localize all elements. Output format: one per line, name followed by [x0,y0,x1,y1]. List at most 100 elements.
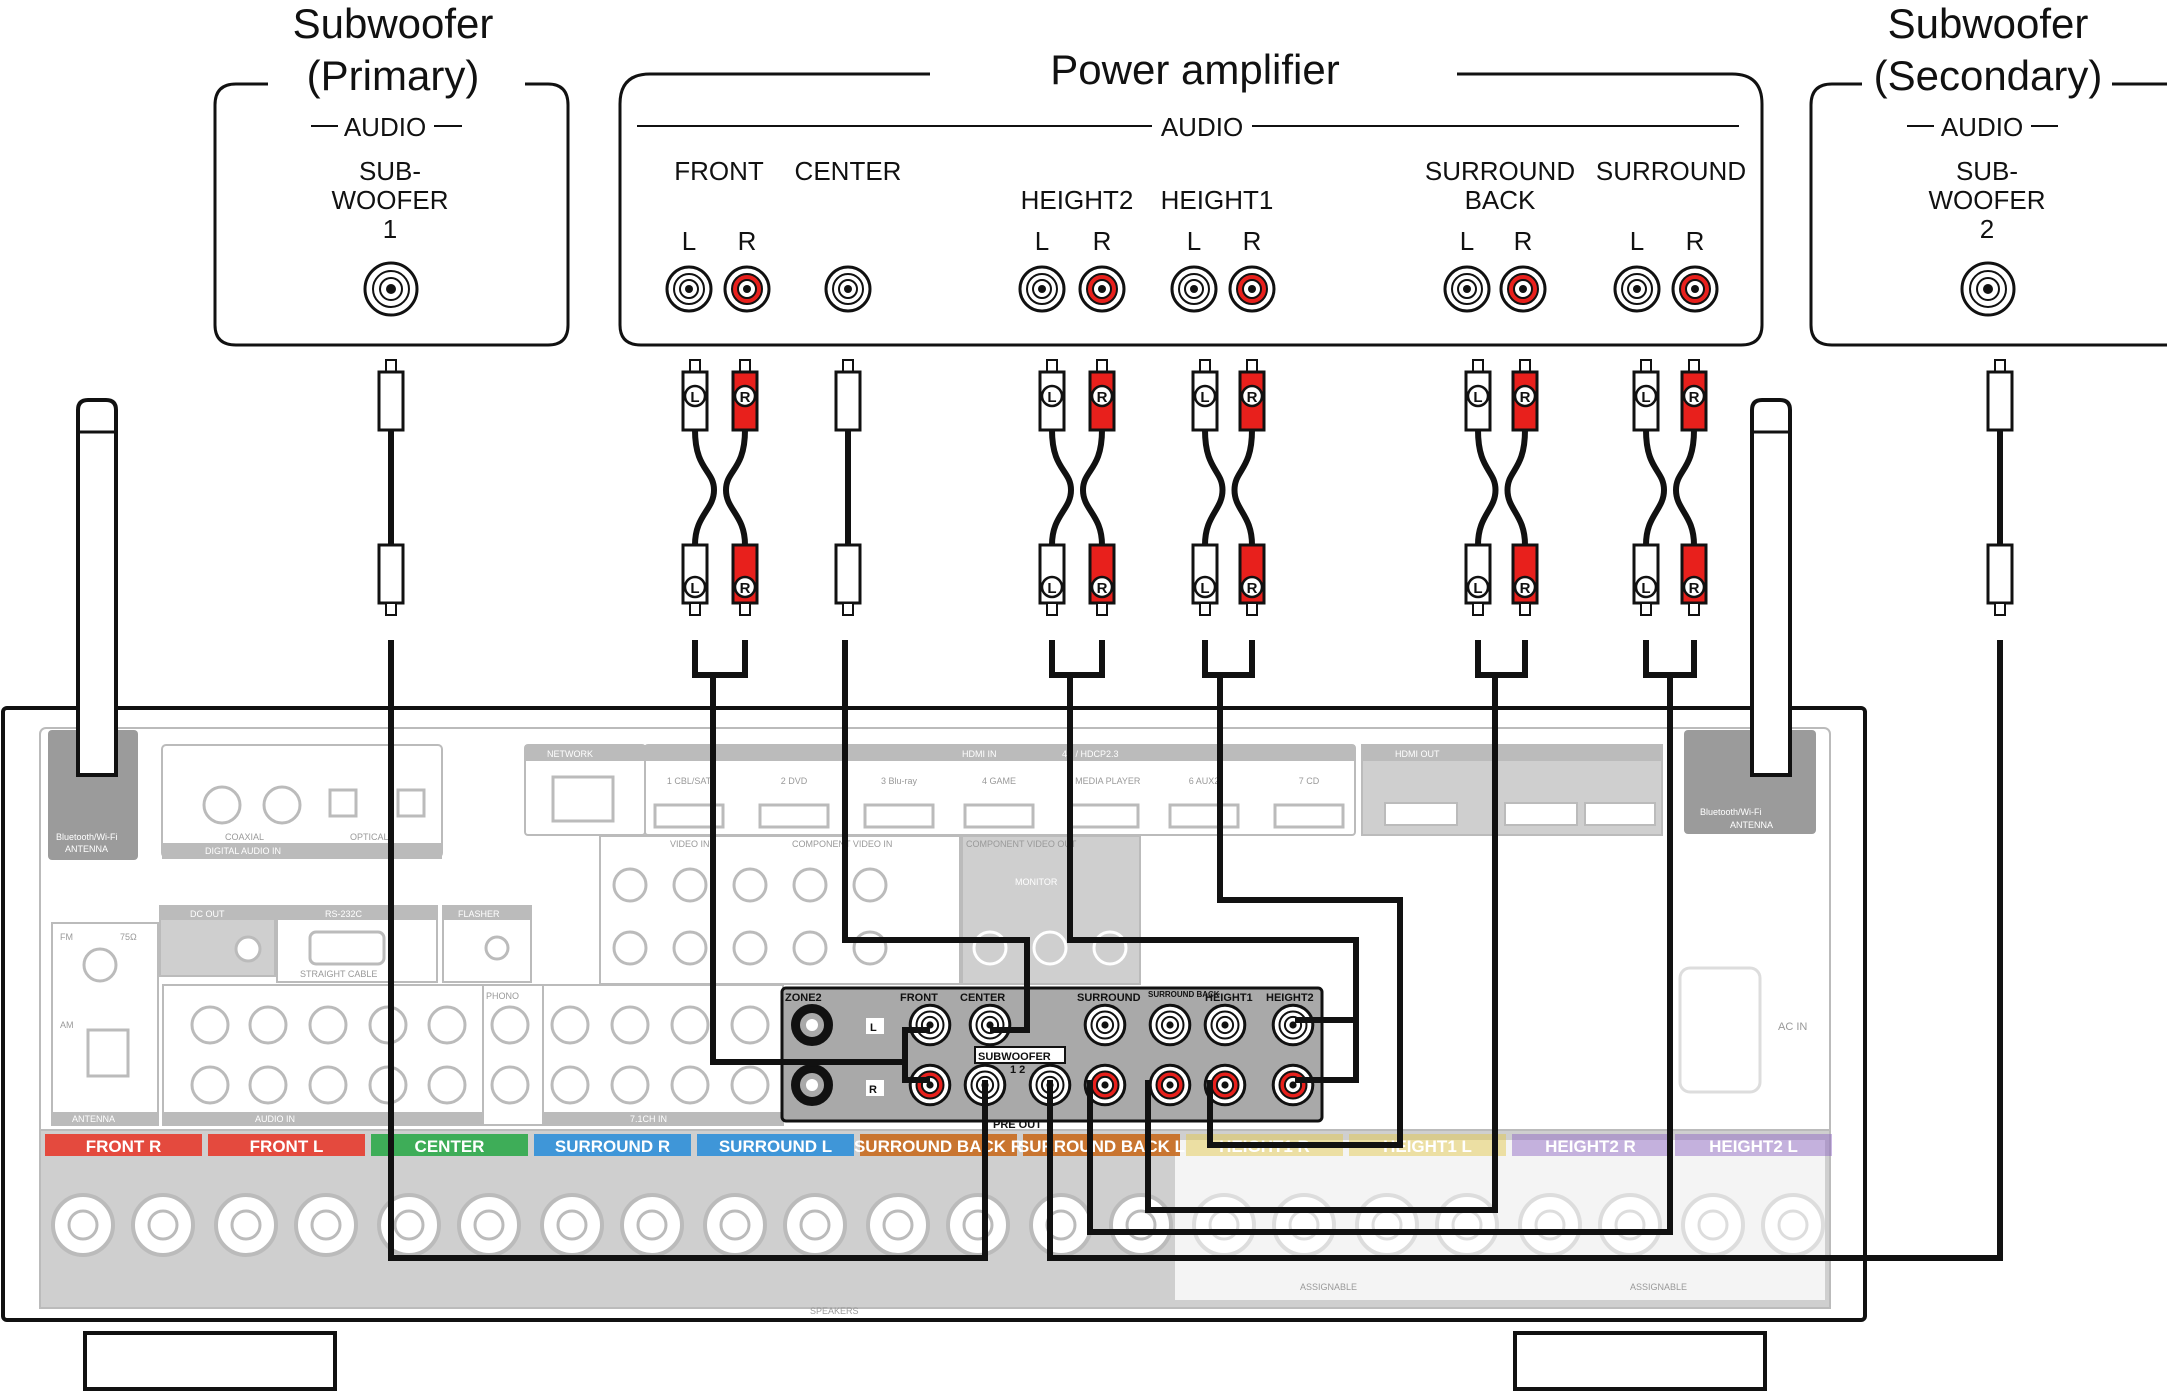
speaker-header-label-2: CENTER [415,1137,485,1156]
speaker-post-8-0 [1355,1193,1419,1257]
hdmi-in-port-label-2: 2 DVD [781,776,808,786]
hdmi-out-port-monitor2 [1584,802,1656,826]
ch71-l-1 [610,1005,650,1045]
preout-front-l-pin [926,1021,934,1029]
hdmi-in-port-1 [653,803,725,829]
cable-surround-bot-r-label-badge [1682,575,1706,599]
cable-height2-top-r-tip [1096,359,1108,373]
power-amp-box [618,72,1764,347]
preout-height1-l-pin [1221,1021,1229,1029]
cable-surround-top-r-tip [1688,359,1700,373]
pre-out-panel: ZONE2 FRONT CENTER SURROUND SURROUND BAC… [780,986,1324,1131]
preout-l-tag [866,1018,884,1034]
power-amp-surround-back-label-2: BACK [1465,185,1536,215]
speaker-post-7-1 [1272,1193,1336,1257]
preout-subwoofer-nums: 1 2 [1010,1064,1025,1076]
cable-surround-bracket [1643,640,1697,678]
sub-primary-audio-label: AUDIO [344,112,426,142]
hdcp-label: 4K / HDCP2.3 [1062,749,1119,759]
ac-in-label: AC IN [1778,1021,1807,1033]
cable-height2-bot-r-label-text: R [1097,580,1108,597]
rs232-port [308,930,386,966]
preout-zone2-r-pin [806,1079,818,1091]
sub-primary-title-1: Subwoofer [293,0,494,47]
cable-front-bot-l-tip [689,602,701,616]
am-terminal [86,1028,130,1078]
cable-surround-back-bot-l-tip [1472,602,1484,616]
power-amp-front-label: FRONT [674,156,764,186]
preout-subwoofer-label: SUBWOOFER [978,1051,1051,1063]
ch71-r-0 [550,1065,590,1105]
ch71-label: 7.1CH IN [630,1114,667,1124]
cable-surround-back-bot-l-label-badge [1466,575,1490,599]
cable-surround-back-bot-l-label-text: L [1473,580,1482,597]
cable-height1-top-l-tip [1199,359,1211,373]
video-in-label: VIDEO IN [670,839,710,849]
cable-surround-back-wire-r [1504,429,1528,546]
cable-height1-bot-l-tip [1199,602,1211,616]
power-amp-surround-back-label-1: SURROUND [1425,156,1575,186]
amp-label-surround-back-r: R [1514,226,1533,256]
amp-label-front-r: R [738,226,757,256]
sub-primary-port-1: SUB- [359,156,421,186]
speaker-post-8-1 [1435,1193,1499,1257]
cable-height1-top-r-tip [1246,359,1258,373]
cable-surround-back-top-l-label-badge [1466,384,1490,408]
cable-front-bracket [692,640,748,678]
amp-label-surround-back-l: L [1460,226,1474,256]
cable-surround-back-bot-r-tip [1519,602,1531,616]
cable-center-top-tip [842,359,854,373]
network-band [525,745,645,761]
preout-front-r-pin [926,1081,934,1089]
cable-height2-top-r-label-badge [1090,384,1114,408]
video-jack-bot-4 [852,930,888,966]
power-amp-center-label: CENTER [795,156,902,186]
cable-height2-top-l-label-badge [1040,384,1064,408]
power-amp-jacks [363,261,2016,317]
video-jack-top-2 [732,867,768,903]
amp-label-height2-l: L [1035,226,1049,256]
audio-in-r-5 [490,1065,530,1105]
cable-routes [388,640,2003,1261]
cable-height1-wire-r [1231,429,1255,546]
audio-in-l-0 [190,1005,230,1045]
speaker-post-9-0 [1518,1193,1582,1257]
video-jack-top-3 [792,867,828,903]
cable-route-sub2 [1047,640,2003,1261]
speaker-header-label-9: HEIGHT2 R [1545,1137,1636,1156]
coaxial-jack-1 [202,785,242,825]
preout-zone2-label: ZONE2 [785,992,822,1004]
speaker-header-0 [45,1134,202,1156]
cable-height2-wire-l [1049,429,1075,546]
audio-in-l-1 [248,1005,288,1045]
speaker-post-inner-5-0 [882,1209,914,1241]
network-jack [551,775,615,823]
cable-height2-bot-r-tip [1096,602,1108,616]
speaker-post-inner-6-1 [1125,1209,1157,1241]
cable-center-top-body [834,370,862,432]
cable-sub2-bot-tip [1994,602,2006,616]
speaker-post-6-0 [1029,1193,1093,1257]
speaker-post-inner-9-0 [1534,1209,1566,1241]
speaker-post-5-1 [946,1193,1010,1257]
component-out-section [961,835,1141,985]
cable-height1-bot-r-tip [1246,602,1258,616]
ch71-l-2 [670,1005,710,1045]
ohm-label: 75Ω [120,932,137,942]
preout-height2-l-pin [1289,1021,1297,1029]
cable-surround-bot-r-label-text: R [1689,580,1700,597]
speaker-post-inner-2-1 [473,1209,505,1241]
speaker-header-9 [1512,1134,1669,1156]
component-out-jack-1 [1032,930,1068,966]
speaker-header-5 [860,1134,1017,1156]
audio-in-l-4 [427,1005,467,1045]
speaker-post-10-0 [1681,1193,1745,1257]
optical-jack-2 [396,788,426,818]
hdmi-in-port-label-5: 5 MEDIA PLAYER [1068,776,1141,786]
audio-in-r-4 [427,1065,467,1105]
cable-height2-wire-r [1079,429,1105,546]
cable-surround-wire-l [1643,429,1668,546]
rs232-band [277,906,437,920]
amp-label-height1-l: L [1187,226,1201,256]
